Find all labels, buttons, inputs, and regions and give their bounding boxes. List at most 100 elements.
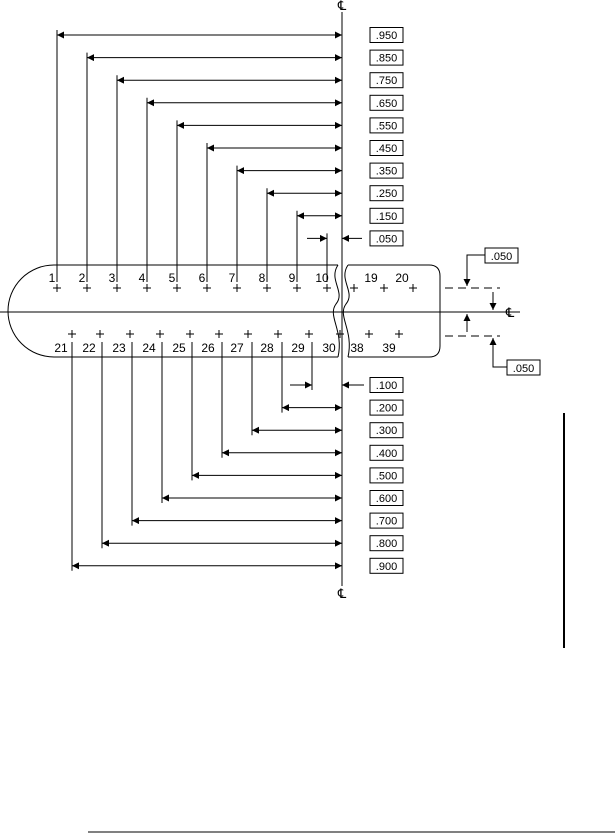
top-dimension-pin-3-box [369,72,404,89]
pin-24-marker [156,330,164,338]
connector-body-left-outline [7,264,338,358]
bottom-right-pin-marker-1 [365,330,373,338]
pin-4-marker [143,284,151,292]
pin-30-marker [336,330,344,338]
top-right-pin-marker-1 [350,284,358,292]
pin-10-marker [323,284,331,292]
bottom-dimension-pin-30-value: .100 [376,380,397,392]
bottom-dimension-pin-29-box [369,399,404,416]
pin-27-marker [244,330,252,338]
top-dimension-pin-3-value: .750 [376,75,397,87]
pin-3-marker [113,284,121,292]
bottom-dimension-pin-27-box [369,444,404,461]
top-dimension-pin-7-box [369,162,404,179]
connector-body-right-outline [348,264,441,358]
break-line-right [342,264,350,358]
pin-20-label: 20 [395,271,409,285]
pin-23-marker [126,330,134,338]
pin-2-label: 2 [79,271,86,285]
top-dimension-pin-8-value: .250 [376,188,397,200]
bottom-dimension-pin-29-value: .200 [376,403,397,415]
top-offset-leader [463,254,485,286]
pin-5-marker [173,284,181,292]
pin-1-marker [53,284,61,292]
bottom-row-dimensions: .100.200.300.400.500.600.700.800.900 [71,342,404,574]
bottom-dimension-pin-25-value: .600 [376,493,397,505]
centerline-symbol-bottom: ℄ [337,586,347,601]
top-dimension-pin-5-value: .550 [376,120,397,132]
top-dimension-pin-1-box [369,27,404,43]
pin-6-marker [203,284,211,292]
bottom-dimension-pin-30-box [369,377,404,393]
bottom-offset-box [506,359,541,376]
top-offset-value: .050 [491,251,512,263]
bottom-dimension-pin-25-box [369,490,404,506]
pin-26-label: 26 [201,341,215,355]
bottom-dimension-pin-26-value: .500 [376,470,397,482]
top-dimension-pin-6-box [369,140,404,156]
top-dimension-pin-9-box [369,207,404,224]
top-dimension-pin-8-box [369,185,404,202]
bottom-dimension-pin-28-box [369,422,404,439]
bottom-dimension-pin-22-value: .900 [376,561,397,573]
pin-29-marker [305,330,313,338]
pin-29-label: 29 [291,341,305,355]
pin-8-label: 8 [259,271,266,285]
pin-8-marker [263,284,271,292]
pin-19-label: 19 [364,271,378,285]
pin-10-label: 10 [315,271,329,285]
connector-body [7,264,441,358]
pin-39-label: 39 [382,341,396,355]
bottom-dimension-pin-24-value: .700 [376,516,397,528]
top-dimension-pin-10-box [369,230,404,247]
pin-38-label: 38 [350,341,364,355]
top-dimension-pin-10-value: .050 [376,233,397,245]
top-dimension-pin-1-value: .950 [376,30,397,42]
pin-25-label: 25 [172,341,186,355]
top-row-dimensions: .950.850.750.650.550.450.350.250.150.050 [56,27,404,282]
bottom-dimension-pin-22-box [369,557,404,574]
pin-28-marker [274,330,282,338]
pin-5-label: 5 [169,271,176,285]
pin-9-label: 9 [289,271,296,285]
pin-27-label: 27 [230,341,244,355]
pin-24-label: 24 [142,341,156,355]
bottom-dimension-pin-23-box [369,535,404,552]
pin-7-label: 7 [229,271,236,285]
pin-21-label: 21 [54,341,68,355]
pin-22-label: 22 [82,341,96,355]
break-line-left [332,264,340,358]
pin-4-label: 4 [139,271,146,285]
centerline-symbol-right: ℄ [505,305,515,320]
pin-25-marker [186,330,194,338]
top-offset-box [484,247,519,264]
top-dimension-pin-7-value: .350 [376,166,397,178]
pin-2-marker [83,284,91,292]
top-dimension-pin-2-box [369,49,404,66]
top-right-pin-marker-2 [380,284,388,292]
bottom-dimension-pin-23-value: .800 [376,538,397,550]
top-dimension-pin-4-box [369,94,404,111]
pin-21-marker [68,330,76,338]
top-dimension-pin-2-value: .850 [376,53,397,65]
bottom-offset-leader [489,338,507,368]
bottom-dimension-pin-26-box [369,467,404,484]
pin-6-label: 6 [199,271,206,285]
bottom-dimension-pin-24-box [369,512,404,529]
top-dimension-pin-6-value: .450 [376,143,397,155]
top-right-pin-marker-3 [409,284,417,292]
bottom-offset-value: .050 [513,363,534,375]
pin-3-label: 3 [109,271,116,285]
pin-9-marker [293,284,301,292]
top-dimension-pin-5-box [369,117,404,134]
bottom-right-pin-marker-2 [395,330,403,338]
top-dimension-pin-4-value: .650 [376,98,397,110]
bottom-dimension-pin-27-value: .400 [376,448,397,460]
pin-30-label: 30 [322,341,336,355]
row-offset-callouts [445,247,541,376]
pin-1-label: 1 [49,271,56,285]
pin-22-marker [96,330,104,338]
centerline-symbol-top: ℄ [337,0,347,13]
